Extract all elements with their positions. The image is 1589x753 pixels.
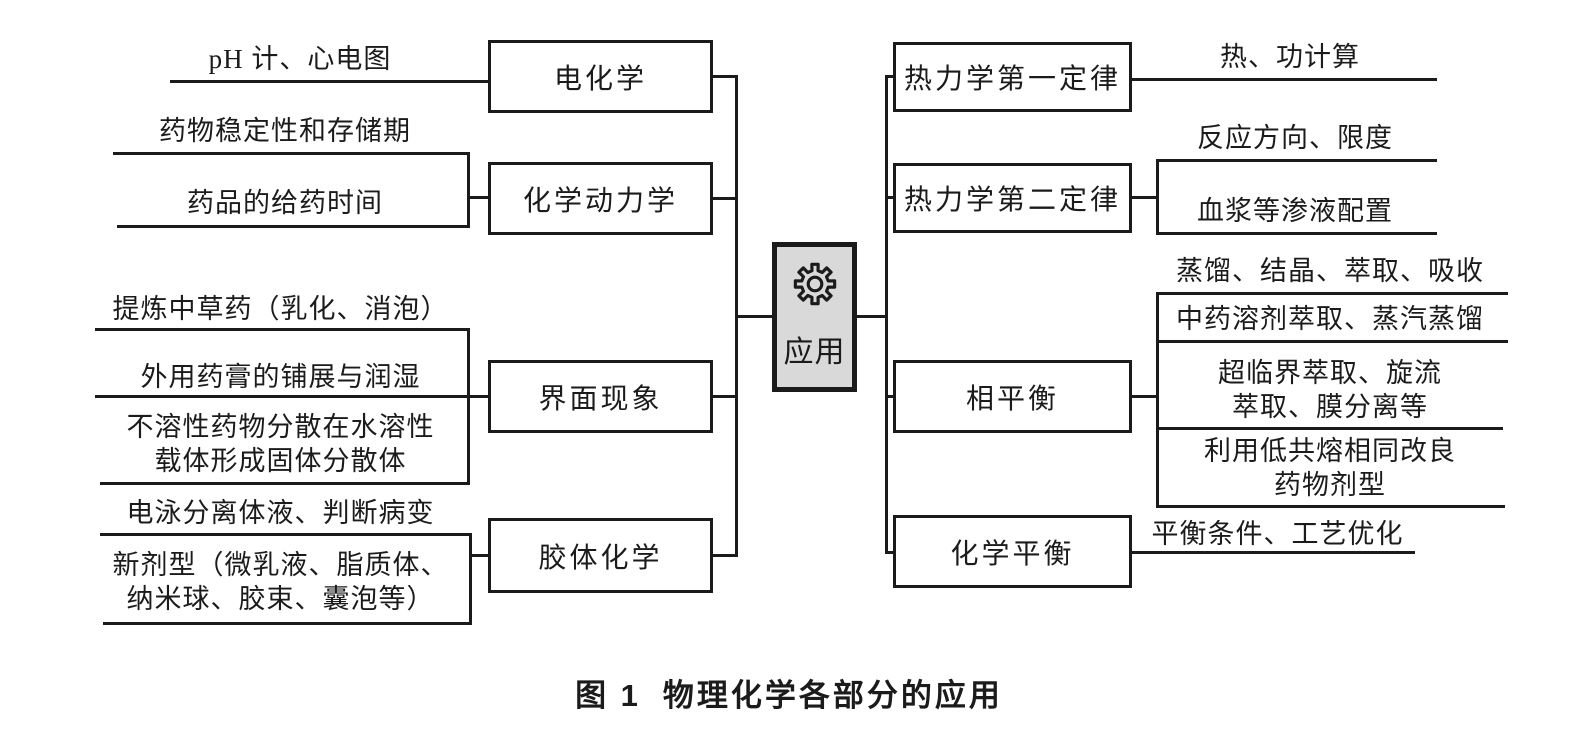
leaf-ph-meter-ecg: pH 计、心电图 [208, 44, 392, 74]
connector-line [885, 75, 893, 78]
connector-line [713, 395, 738, 398]
connector-line [1132, 196, 1159, 199]
trunk-line-right [885, 75, 888, 554]
leaf-equilibrium-conditions: 平衡条件、工艺优化 [1151, 519, 1404, 549]
connector-line [1132, 551, 1415, 554]
connector-line [713, 554, 738, 557]
connector-line [1156, 340, 1508, 343]
branch-box-second-law-thermodynamics: 热力学第二定律 [893, 163, 1132, 233]
leaf-reaction-direction: 反应方向、限度 [1197, 123, 1393, 153]
bracket-line [469, 533, 472, 625]
branch-box-first-law-thermodynamics: 热力学第一定律 [893, 42, 1132, 112]
leaf-dosing-time: 药品的给药时间 [187, 188, 383, 218]
connector-line [103, 622, 472, 625]
connector-line [1156, 159, 1437, 162]
figure-caption-label: 图 1 [575, 677, 641, 713]
leaf-plasma-isotonic: 血浆等渗液配置 [1197, 196, 1393, 226]
connector-line [467, 196, 488, 199]
figure-caption-title: 物理化学各部分的应用 [662, 677, 1003, 713]
branch-box-colloid-chemistry: 胶体化学 [488, 518, 713, 593]
connector-line [95, 395, 495, 398]
leaf-drug-stability: 药物稳定性和存储期 [159, 116, 411, 146]
branch-box-interface-phenomena: 界面现象 [488, 360, 713, 433]
leaf-line: 载体形成固体分散体 [154, 446, 407, 476]
leaf-line: 超临界萃取、旋流 [1218, 358, 1442, 388]
connector-line [885, 196, 893, 199]
leaf-line: 不溶性药物分散在水溶性 [126, 412, 435, 442]
connector-line [713, 75, 738, 78]
leaf-solvent-extraction: 中药溶剂萃取、蒸汽蒸馏 [1176, 304, 1484, 334]
center-node-application: 应用 [772, 242, 857, 392]
connector-line [885, 551, 893, 554]
connector-line [469, 554, 488, 557]
leaf-new-dosage-forms: 新剂型（微乳液、脂质体、 纳米球、胶束、囊泡等） [88, 548, 473, 616]
connector-line [1132, 395, 1159, 398]
branch-box-chemical-kinetics: 化学动力学 [488, 162, 713, 235]
connector-line [1156, 232, 1437, 235]
leaf-ointment-spreading: 外用药膏的铺展与润湿 [140, 362, 421, 392]
branch-box-chemical-equilibrium: 化学平衡 [893, 515, 1132, 588]
leaf-line: 新剂型（微乳液、脂质体、 [112, 550, 449, 580]
leaf-distillation-crystallization: 蒸馏、结晶、萃取、吸收 [1176, 256, 1484, 286]
connector-line [1156, 292, 1508, 295]
connector-line [857, 315, 885, 318]
center-node-label: 应用 [783, 336, 846, 369]
bracket-line [467, 328, 470, 485]
figure-caption: 图 1 物理化学各部分的应用 [399, 671, 1179, 713]
leaf-herb-refining: 提炼中草药（乳化、消泡） [112, 294, 449, 324]
leaf-solid-dispersion: 不溶性药物分散在水溶性 载体形成固体分散体 [88, 410, 473, 478]
branch-box-electrochemistry: 电化学 [488, 40, 713, 113]
connector-line [113, 152, 470, 155]
leaf-eutectic-dosage: 利用低共熔相同改良 药物剂型 [1150, 434, 1510, 502]
bracket-line [1156, 292, 1159, 508]
leaf-heat-work-calc: 热、功计算 [1220, 42, 1360, 72]
leaf-line: 利用低共熔相同改良 [1204, 436, 1456, 466]
connector-line [885, 395, 893, 398]
connector-line [1132, 78, 1437, 81]
bracket-line [467, 152, 470, 228]
gear-icon [793, 262, 836, 306]
connector-line [170, 80, 488, 83]
connector-line [117, 225, 470, 228]
connector-line [95, 328, 470, 331]
connector-line [1156, 427, 1503, 430]
branch-box-phase-equilibrium: 相平衡 [893, 360, 1132, 433]
connector-line [735, 315, 772, 318]
leaf-electrophoresis: 电泳分离体液、判断病变 [126, 498, 435, 528]
leaf-line: 纳米球、胶束、囊泡等） [126, 584, 435, 614]
connector-line [100, 482, 470, 485]
leaf-line: 药物剂型 [1274, 470, 1386, 500]
connector-line [1156, 505, 1505, 508]
connector-line [100, 533, 472, 536]
leaf-supercritical-extraction: 超临界萃取、旋流 萃取、膜分离等 [1150, 356, 1510, 424]
leaf-line: 萃取、膜分离等 [1232, 392, 1428, 422]
connector-line [713, 197, 738, 200]
